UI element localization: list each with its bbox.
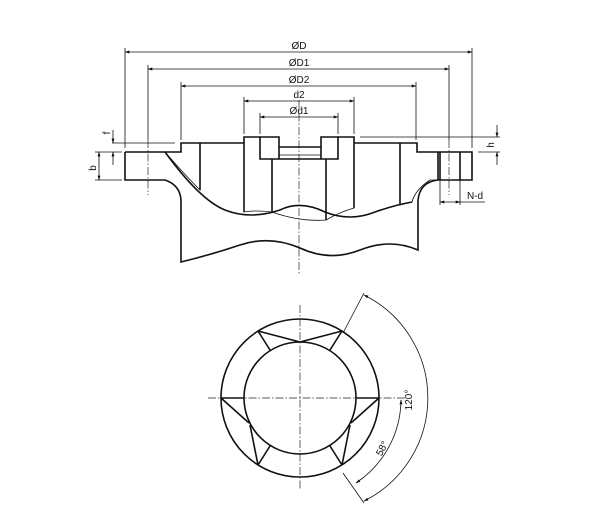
label-D2: ØD2 (289, 75, 310, 86)
section-view: ØD ØD1 ØD2 d2 Ød1 f b h N-d (88, 41, 500, 275)
hatch-right-insert (325, 136, 355, 221)
label-angle-58: 58° (374, 440, 391, 459)
insert-outline (243, 136, 355, 212)
label-angle-120: 120° (404, 390, 415, 411)
plan-view: 120° 58° (208, 292, 429, 504)
label-h: h (486, 142, 497, 148)
body-lower-break (180, 200, 419, 264)
label-f: f (102, 131, 113, 134)
label-d1: Ød1 (290, 106, 309, 117)
hatch-right-flange (459, 151, 473, 181)
core-boundary (271, 159, 327, 220)
hatch-left-insert (243, 136, 273, 213)
label-d2: d2 (293, 90, 305, 101)
left-flange-top (125, 142, 201, 190)
label-D1: ØD1 (289, 58, 310, 69)
slot-outline (260, 136, 338, 159)
right-flange-hole (399, 143, 461, 205)
left-flange-outline (124, 152, 182, 201)
angle-extension-top (342, 292, 365, 334)
dimension-lines (95, 48, 500, 205)
angle-arc-58 (355, 399, 403, 484)
upper-break-line (164, 151, 413, 218)
angle-extension-bottom (342, 472, 365, 504)
right-flange-outline (400, 142, 473, 201)
label-D: ØD (292, 41, 307, 52)
label-b: b (88, 165, 99, 171)
label-Nd: N-d (467, 191, 483, 202)
